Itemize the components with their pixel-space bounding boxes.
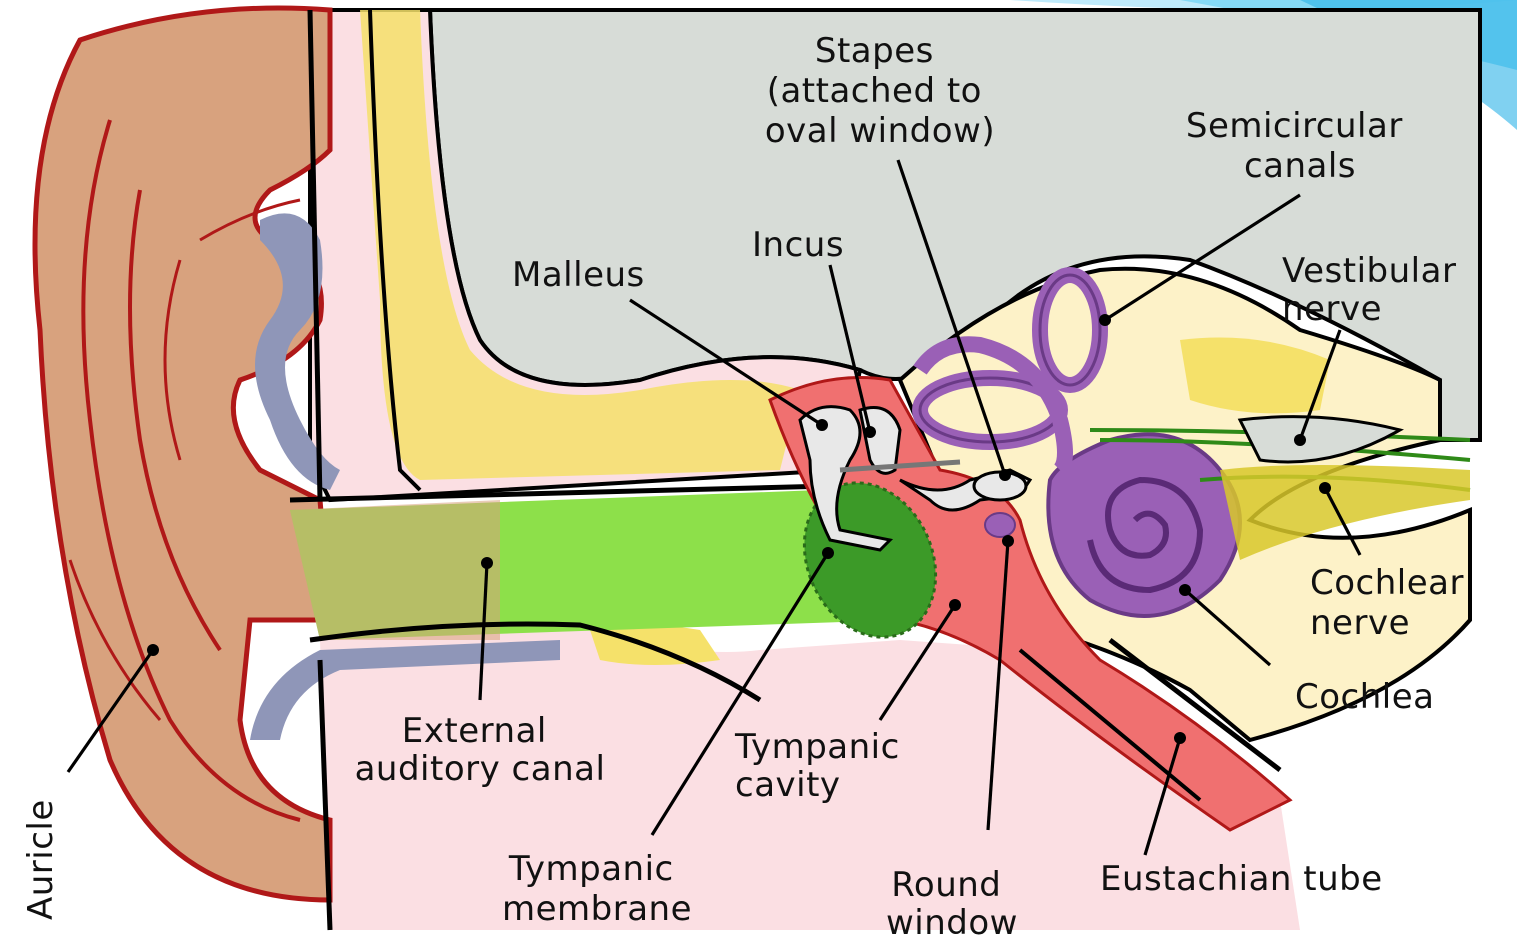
label-round-window: Round window [886, 865, 1018, 942]
label-cochlea: Cochlea [1295, 677, 1434, 717]
round-window-shape [985, 513, 1015, 537]
ear-canal-shade [290, 500, 500, 640]
label-eustachian-tube: Eustachian tube [1100, 859, 1383, 899]
label-auricle: Auricle [21, 799, 61, 920]
cochlea-shape [1048, 434, 1240, 616]
label-tympanic-membrane: Tympanic membrane [502, 849, 692, 929]
label-malleus: Malleus [512, 255, 645, 295]
label-incus: Incus [752, 225, 844, 265]
